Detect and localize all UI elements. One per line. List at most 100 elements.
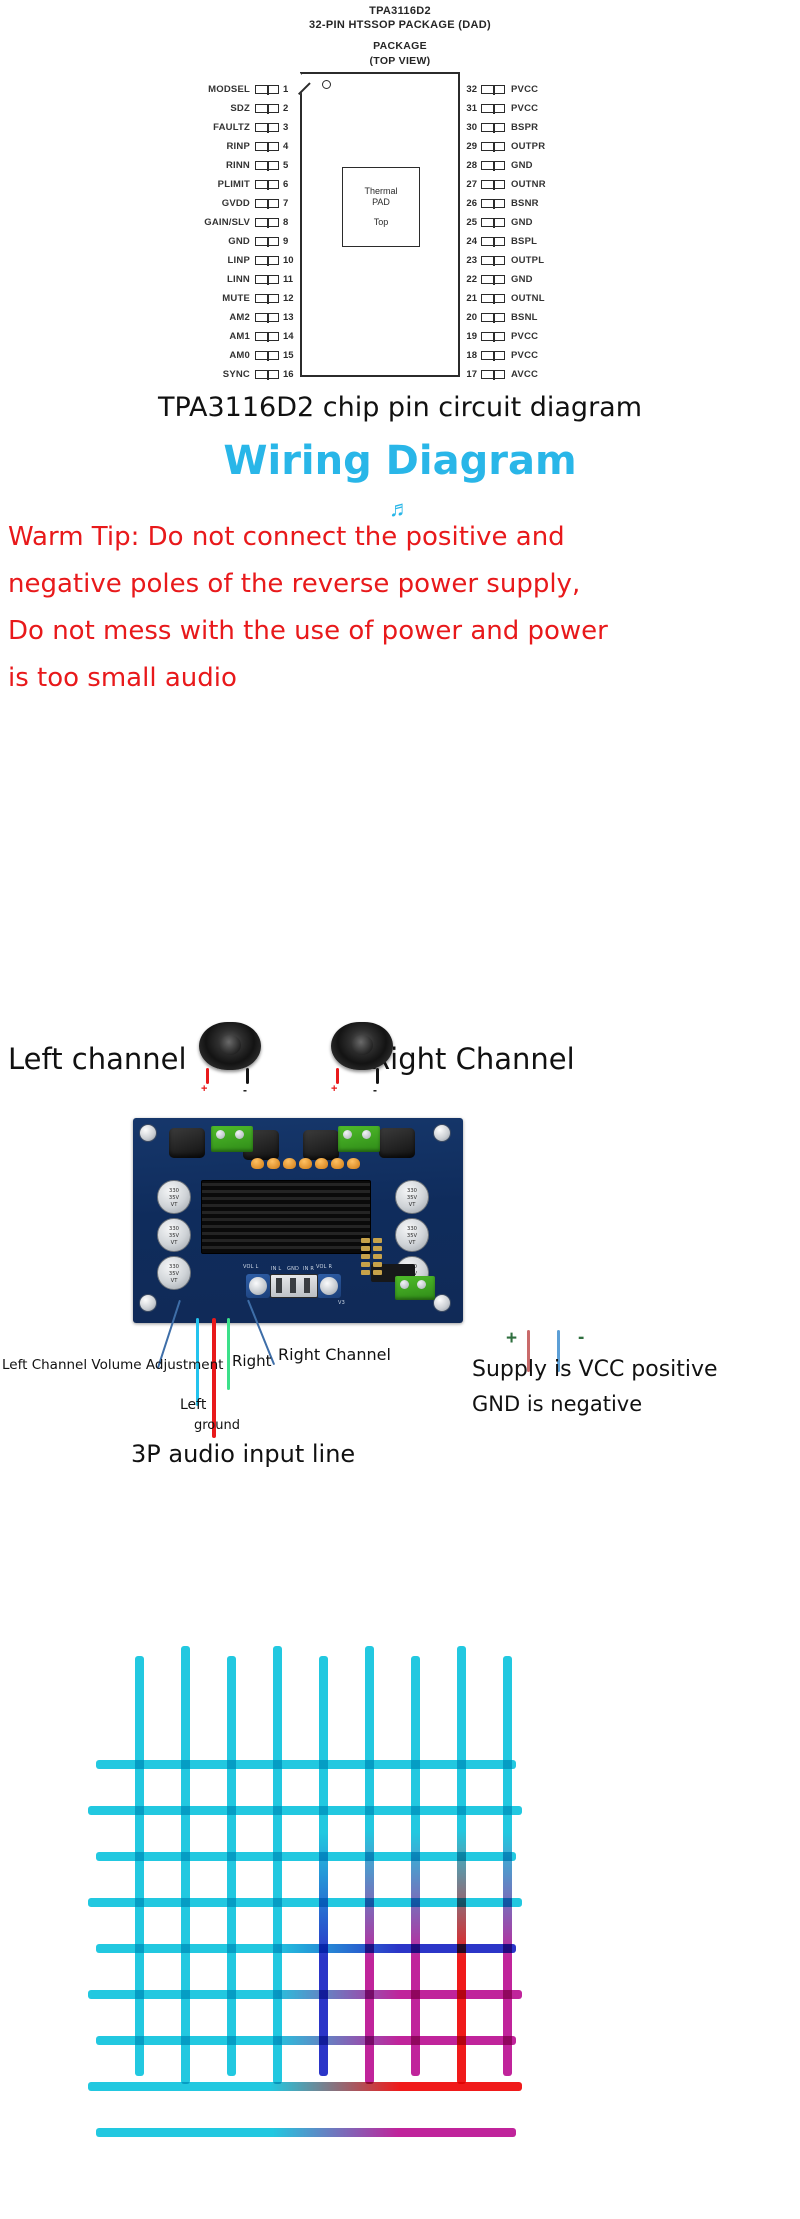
grid-vertical-line-6 xyxy=(365,1646,374,2084)
annotation-polarity-plus: + xyxy=(506,1328,518,1349)
pin-number: 17 xyxy=(466,369,477,380)
pin-number: 4 xyxy=(283,141,289,152)
thermal-pad: Thermal PAD Top xyxy=(342,167,420,247)
pin-number: 31 xyxy=(466,103,477,114)
left-channel-label: Left channel xyxy=(8,1042,187,1076)
pin-row-left-1: MODSEL 1 xyxy=(0,80,300,99)
pin-label: RINN xyxy=(225,160,250,171)
pin-number: 24 xyxy=(466,236,477,247)
pin-label: FAULTZ xyxy=(213,122,250,133)
diagram-title-part-number: TPA3116D2 xyxy=(369,5,431,17)
pin-number: 11 xyxy=(283,274,294,285)
pin-number: 3 xyxy=(283,122,289,133)
smd-resistor-6 xyxy=(373,1254,382,1259)
speaker-terminal-minus-right: - xyxy=(373,1083,377,1097)
pin-number: 13 xyxy=(283,312,294,323)
pin-number: 27 xyxy=(466,179,477,190)
pin-lead-icon xyxy=(255,103,279,114)
pin-lead-icon xyxy=(481,293,505,304)
pin-lead-icon xyxy=(255,312,279,323)
pin-number: 5 xyxy=(283,160,289,171)
grid-vertical-line-5 xyxy=(319,1656,328,2076)
pin-label: BSNL xyxy=(511,312,538,323)
pin-number: 30 xyxy=(466,122,477,133)
annotation-polarity-minus: - xyxy=(578,1327,585,1348)
grid-vertical-line-4 xyxy=(273,1646,282,2084)
pin-label: BSNR xyxy=(511,198,539,209)
pin-lead-icon xyxy=(255,293,279,304)
pin-lead-icon xyxy=(255,122,279,133)
pin-label: AM2 xyxy=(229,312,250,323)
pin-label: PVCC xyxy=(511,84,539,95)
smd-resistor-3 xyxy=(361,1246,370,1251)
pin-lead-icon xyxy=(255,198,279,209)
audio-input-connector xyxy=(270,1274,318,1298)
output-terminal-left xyxy=(211,1126,253,1152)
annotation-right-wire: Right xyxy=(232,1352,272,1370)
volume-pot-right xyxy=(317,1274,341,1298)
pin-label: OUTPL xyxy=(511,255,545,266)
woven-grid-graphic xyxy=(0,1640,800,2219)
pin-lead-icon xyxy=(481,255,505,266)
pin-number: 14 xyxy=(283,331,294,342)
pin-lead-icon xyxy=(255,160,279,171)
pin-lead-icon xyxy=(255,141,279,152)
smd-resistor-5 xyxy=(361,1254,370,1259)
pin-lead-icon xyxy=(255,369,279,380)
annotation-right-channel: Right Channel xyxy=(278,1345,391,1364)
silkscreen-in-right: IN R xyxy=(303,1266,315,1272)
pin-lead-icon xyxy=(255,255,279,266)
pin-row-left-13: AM2 13 xyxy=(0,308,300,327)
grid-horizontal-line-8 xyxy=(88,2082,522,2091)
grid-horizontal-line-2 xyxy=(88,1806,522,1815)
grid-vertical-line-3 xyxy=(227,1656,236,2076)
pin-row-right-32: 32 PVCC xyxy=(460,80,760,99)
diagram-subtitle-topview: (TOP VIEW) xyxy=(369,55,431,67)
pin-label: BSPL xyxy=(511,236,538,247)
pin-lead-icon xyxy=(481,331,505,342)
grid-horizontal-line-9 xyxy=(96,2128,516,2137)
pin-lead-icon xyxy=(255,350,279,361)
pin-label: MODSEL xyxy=(208,84,250,95)
pin-number: 20 xyxy=(466,312,477,323)
pin-label: LINN xyxy=(227,274,250,285)
pin-label: OUTNL xyxy=(511,293,545,304)
pin-label: OUTPR xyxy=(511,141,546,152)
orange-capacitor-2 xyxy=(267,1158,280,1169)
orange-capacitor-3 xyxy=(283,1158,296,1169)
grid-vertical-line-7 xyxy=(411,1656,420,2076)
pin-number: 6 xyxy=(283,179,289,190)
input-wire-ground xyxy=(212,1318,216,1438)
pin-label: PVCC xyxy=(511,331,539,342)
warm-tip-line-4: is too small audio xyxy=(8,663,237,693)
wiring-diagram-title: Wiring Diagram xyxy=(223,438,577,484)
pin-number: 15 xyxy=(283,350,294,361)
orange-capacitor-4 xyxy=(299,1158,312,1169)
pin-number: 32 xyxy=(466,84,477,95)
smd-resistor-10 xyxy=(373,1270,382,1275)
silkscreen-in-left: IN L xyxy=(271,1266,282,1272)
pin-diagram-caption: TPA3116D2 chip pin circuit diagram xyxy=(157,392,643,423)
pin-number: 1 xyxy=(283,84,289,95)
pin-label: GND xyxy=(228,236,250,247)
pin-lead-icon xyxy=(481,122,505,133)
pin-lead-icon xyxy=(481,236,505,247)
pin-lead-icon xyxy=(255,274,279,285)
orange-capacitor-7 xyxy=(347,1158,360,1169)
pin-number: 29 xyxy=(466,141,477,152)
speaker-wire-right-positive xyxy=(336,1068,339,1084)
